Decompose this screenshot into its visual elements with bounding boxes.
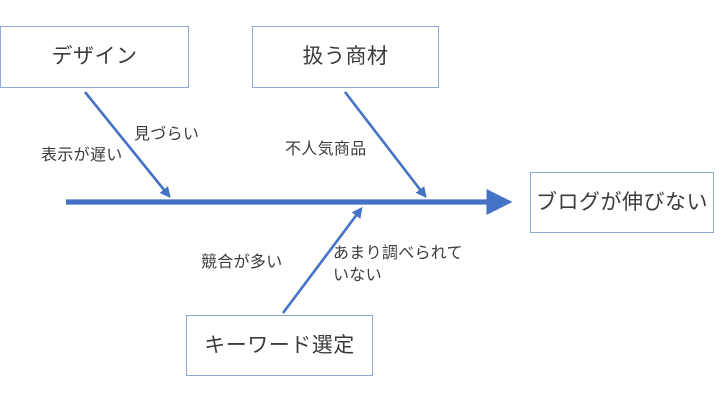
effect-box[interactable]: ブログが伸びない — [530, 172, 714, 233]
category-box-design[interactable]: デザイン — [0, 26, 189, 88]
cause-label-slow-display: 表示が遅い — [41, 147, 123, 164]
bone-line-keyword — [281, 206, 363, 314]
bone-line-products — [343, 91, 427, 199]
category-box-keyword[interactable]: キーワード選定 — [186, 315, 373, 376]
cause-label-not-researched: あまり調べられて いない — [333, 245, 463, 284]
cause-label-unpopular-product: 不人気商品 — [285, 141, 367, 158]
category-box-products[interactable]: 扱う商材 — [252, 26, 439, 88]
bone-line-design — [83, 91, 171, 199]
cause-label-hard-to-read: 見づらい — [134, 126, 200, 143]
cause-label-much-competition: 競合が多い — [201, 254, 283, 271]
